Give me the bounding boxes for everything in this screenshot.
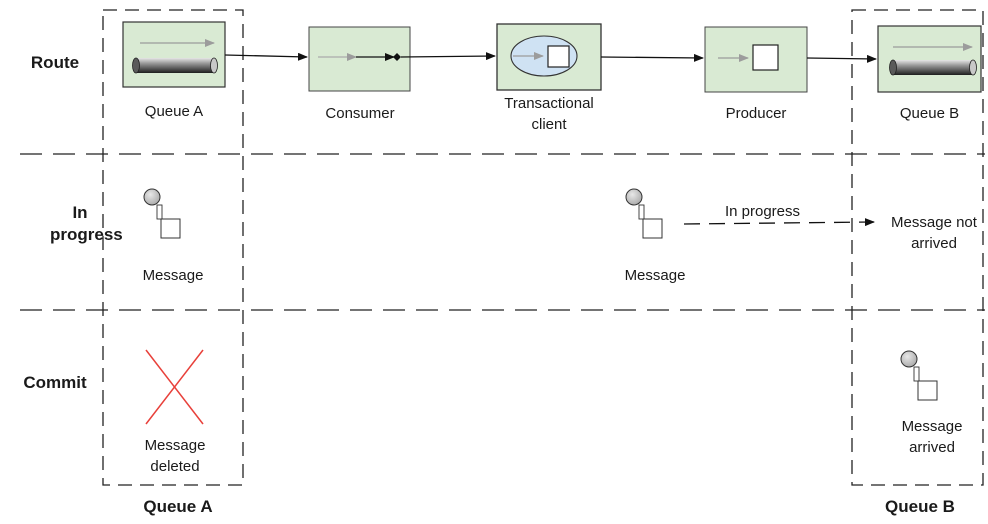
transactional-client-component xyxy=(496,23,602,91)
label-queue-a: Queue A xyxy=(144,103,204,120)
row-label-route: Route xyxy=(30,53,80,72)
row-label-in-progress: In progress xyxy=(50,203,123,244)
label-consumer: Consumer xyxy=(325,105,395,122)
label-message-in-progress: Message xyxy=(624,267,686,284)
deleted-x-icon xyxy=(145,349,204,425)
label-transactional-client: Transactional client xyxy=(504,95,594,133)
connector-producer-queue-b xyxy=(806,54,877,63)
route-connectors xyxy=(224,52,877,63)
consumer-component xyxy=(308,26,411,92)
message-icon-queue-b xyxy=(900,350,938,401)
label-message-queue-a: Message xyxy=(142,267,204,284)
row-label-in-progress-wrap: In progress xyxy=(50,202,123,246)
queue-a-column xyxy=(102,9,244,486)
connector-client-producer xyxy=(600,53,704,62)
message-icon-queue-a xyxy=(143,188,181,239)
label-message-not-arrived: Message not arrived xyxy=(880,212,988,254)
label-message-deleted: Message deleted xyxy=(144,437,206,475)
consumer-diamond-icon xyxy=(393,53,401,61)
queue-a-component xyxy=(122,21,226,88)
label-message-not-arrived-text: Message not arrived xyxy=(891,214,977,252)
connector-consumer-client xyxy=(400,52,496,61)
queue-b-column xyxy=(851,9,984,486)
queue-columns xyxy=(102,9,984,486)
row-separators xyxy=(20,153,985,311)
producer-component xyxy=(704,26,808,93)
in-progress-arrow xyxy=(683,218,875,227)
column-label-queue-a: Queue A xyxy=(143,497,213,516)
label-producer: Producer xyxy=(725,105,787,122)
connector-queue-a-consumer xyxy=(224,52,308,61)
message-icon-in-progress xyxy=(625,188,663,239)
label-message-arrived: Message arrived xyxy=(901,418,963,456)
queue-b-component xyxy=(877,25,982,93)
row-label-commit: Commit xyxy=(23,373,87,392)
label-in-progress-arrow: In progress xyxy=(724,203,801,220)
label-queue-b: Queue B xyxy=(899,105,960,122)
column-label-queue-b: Queue B xyxy=(885,497,955,516)
